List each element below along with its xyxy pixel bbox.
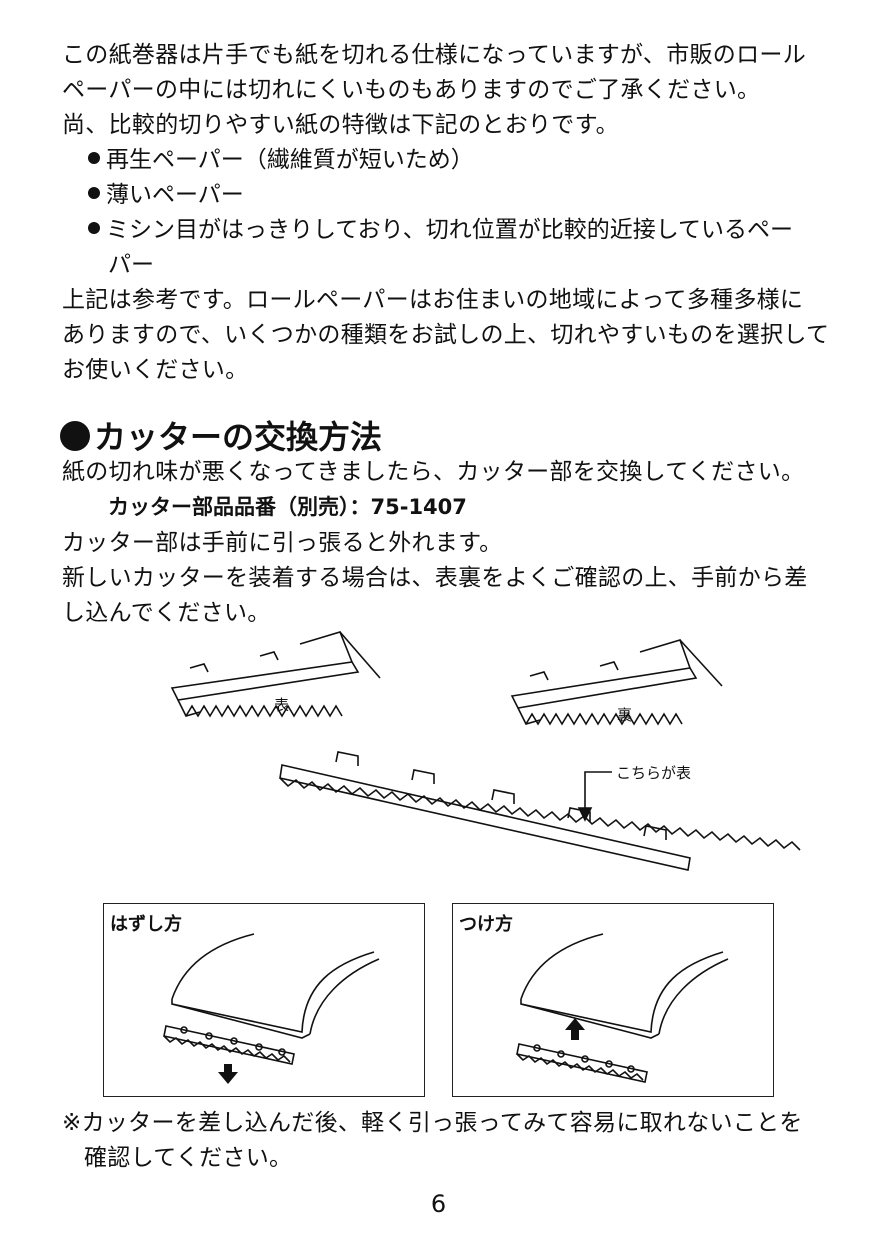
list-item-text: 再生ペーパー（繊維質が短いため）	[106, 147, 474, 173]
heading-bullet-icon	[60, 421, 90, 451]
down-arrow-icon	[218, 1064, 238, 1084]
body-text-line: お使いください。	[62, 357, 249, 383]
body-text-line: 尚、比較的切りやすい紙の特徴は下記のとおりです。	[62, 112, 619, 138]
page-number: 6	[430, 1190, 447, 1218]
body-text-line: ありますので、いくつかの種類をお試しの上、切れやすいものを選択して	[62, 322, 830, 348]
cutter-back-small	[510, 639, 723, 726]
note-line: 確認してください。	[84, 1145, 293, 1171]
remove-panel-title: はずし方	[110, 914, 182, 935]
part-number: カッター部品品番（別売）：75-1407	[108, 495, 467, 519]
front-label: 表	[274, 696, 290, 714]
body-text-line: この紙巻器は片手でも紙を切れる仕様になっていますが、市販のロール	[62, 42, 806, 68]
front-side-arrow	[577, 771, 612, 822]
section-intro: 紙の切れ味が悪くなってきましたら、カッター部を交換してください。	[62, 459, 805, 485]
up-arrow-icon	[565, 1018, 585, 1040]
body-text-line: 上記は参考です。ロールペーパーはお住まいの地域によって多種多様に	[62, 287, 804, 313]
body-text-line: ペーパーの中には切れにくいものもありますのでご了承ください。	[62, 77, 761, 103]
bullet-icon	[88, 187, 100, 199]
section-title: カッターの交換方法	[94, 418, 383, 456]
list-item-continuation: パー	[108, 252, 154, 278]
attach-illustration	[516, 933, 729, 1083]
this-side-front-label: こちらが表	[616, 764, 692, 782]
attach-panel: つけ方	[452, 903, 774, 1097]
remove-illustration	[163, 933, 380, 1084]
cutter-front-small	[170, 631, 381, 718]
body-text-line: し込んでください。	[62, 600, 271, 626]
attach-panel-title: つけ方	[459, 914, 513, 935]
section-heading: カッターの交換方法	[60, 412, 382, 458]
cutter-large	[279, 751, 801, 871]
list-item-text: 薄いペーパー	[106, 182, 244, 208]
body-text-line: 新しいカッターを装着する場合は、表裏をよくご確認の上、手前から差	[62, 565, 808, 591]
back-label: 裏	[617, 706, 633, 724]
note-line: ※カッターを差し込んだ後、軽く引っ張ってみて容易に取れないことを	[62, 1110, 803, 1136]
remove-panel: はずし方	[103, 903, 425, 1097]
bullet-icon	[88, 152, 100, 164]
list-item: 薄いペーパー	[88, 178, 244, 213]
bullet-icon	[88, 222, 100, 234]
body-text-line: カッター部は手前に引っ張ると外れます。	[62, 530, 503, 556]
list-item: 再生ペーパー（繊維質が短いため）	[88, 143, 474, 178]
cutter-illustration	[170, 631, 801, 871]
list-item-text: ミシン目がはっきりしており、切れ位置が比較的近接しているペー	[106, 217, 794, 243]
list-item: ミシン目がはっきりしており、切れ位置が比較的近接しているペー	[88, 213, 793, 248]
